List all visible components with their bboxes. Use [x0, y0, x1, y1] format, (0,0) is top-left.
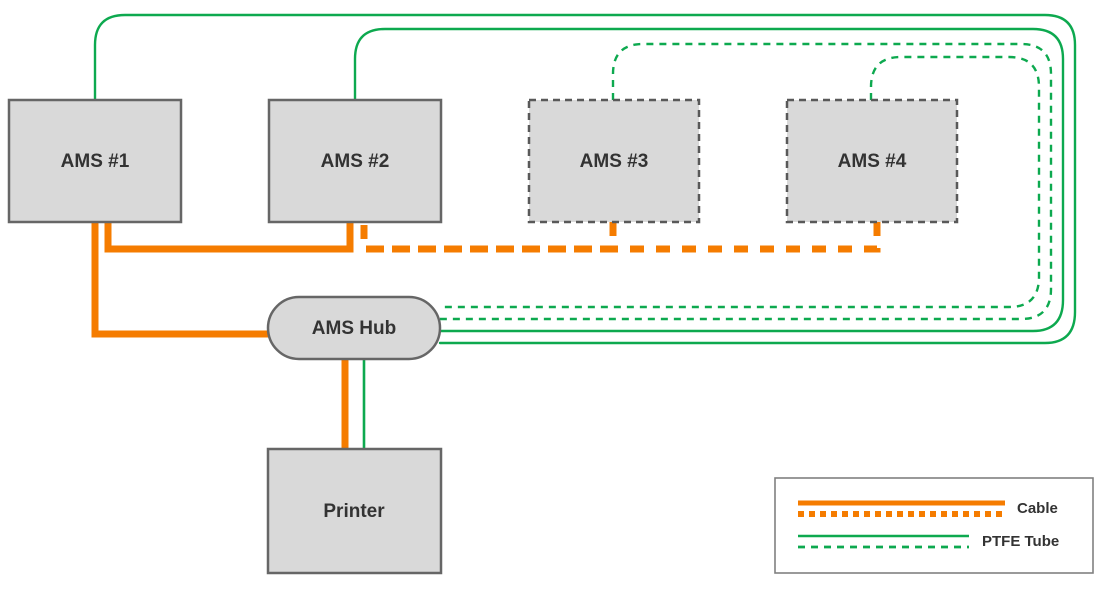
node-ams4-box[interactable] — [785, 98, 959, 224]
node-ams3-box[interactable] — [527, 98, 701, 224]
node-ams4[interactable]: AMS #4 — [785, 98, 959, 224]
node-ams3-label: AMS #3 — [580, 151, 649, 172]
node-group: AMS #1 AMS #2 AMS #3 AMS #4 AMS Hub — [7, 98, 959, 575]
node-hub-label: AMS Hub — [312, 318, 396, 339]
node-ams4-label: AMS #4 — [838, 151, 907, 172]
ptfe-tube-group — [93, 13, 1077, 450]
node-hub-box[interactable] — [266, 295, 442, 361]
cable-path-ams4[interactable] — [371, 222, 881, 253]
cable-path-ams1[interactable] — [91, 222, 268, 338]
node-ams1-box[interactable] — [7, 98, 183, 224]
cable-path-ams3[interactable] — [360, 222, 617, 253]
tube-path-ams3[interactable] — [440, 42, 1053, 321]
node-ams3[interactable]: AMS #3 — [527, 98, 701, 224]
node-ams1[interactable]: AMS #1 — [7, 98, 183, 224]
legend-item-cable: Cable — [798, 500, 1058, 517]
node-ams2[interactable]: AMS #2 — [267, 98, 443, 224]
legend-label-tube: PTFE Tube — [982, 533, 1059, 550]
node-hub[interactable]: AMS Hub — [266, 295, 442, 361]
node-printer-box[interactable] — [266, 447, 443, 575]
tube-path-ams2[interactable] — [353, 27, 1065, 333]
node-ams2-label: AMS #2 — [321, 151, 390, 172]
cable-path-ams2[interactable] — [104, 222, 354, 253]
tube-path-ams1[interactable] — [93, 13, 1077, 345]
legend-box — [774, 477, 1094, 574]
node-ams1-label: AMS #1 — [61, 151, 130, 172]
node-printer[interactable]: Printer — [266, 447, 443, 575]
legend: Cable PTFE Tube — [774, 477, 1094, 574]
legend-item-tube: PTFE Tube — [798, 533, 1059, 550]
tube-path-ams4[interactable] — [440, 55, 1041, 309]
node-printer-label: Printer — [323, 501, 385, 522]
cable-group — [91, 222, 881, 450]
node-ams2-box[interactable] — [267, 98, 443, 224]
legend-label-cable: Cable — [1017, 500, 1058, 517]
